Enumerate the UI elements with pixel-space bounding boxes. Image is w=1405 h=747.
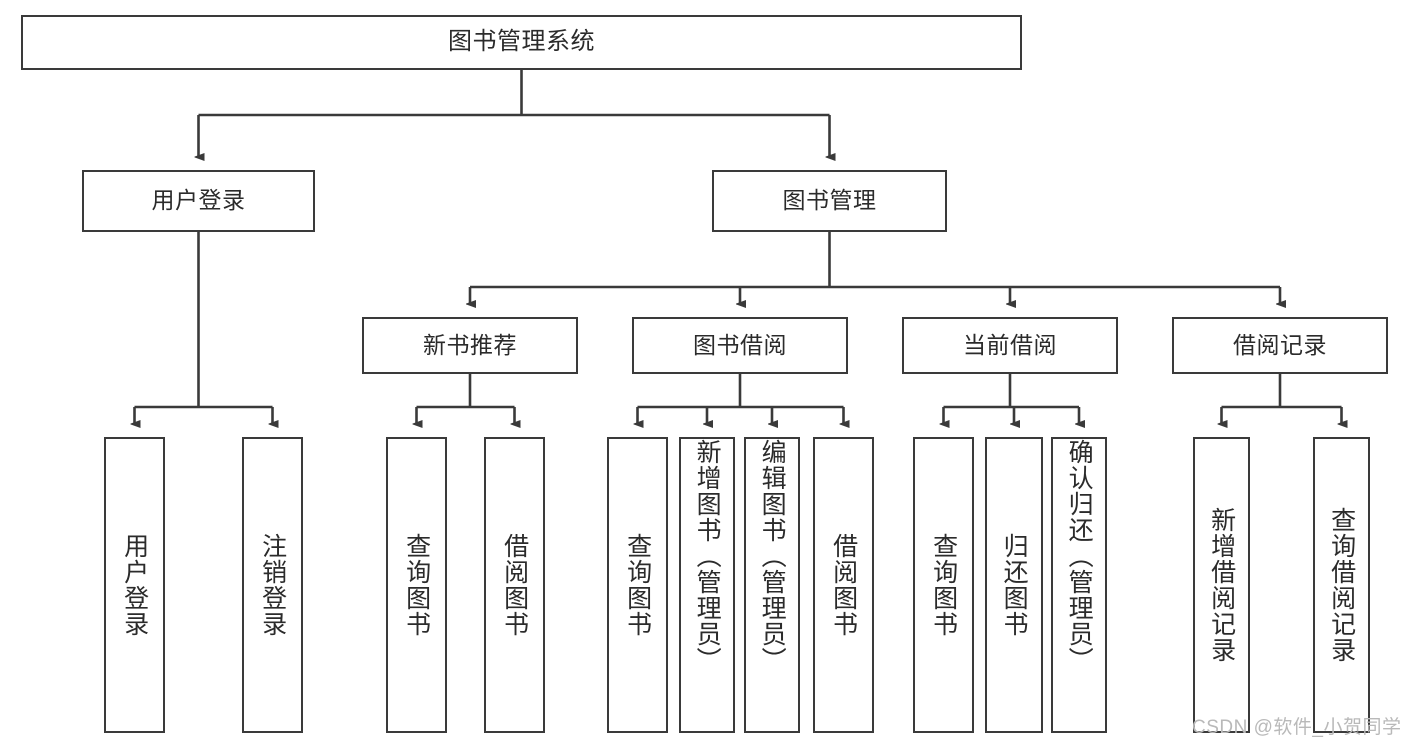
- node-leaf-user-login[interactable]: 用户登录: [104, 437, 165, 733]
- node-leaf-edit-book-admin[interactable]: 编辑图书（管理员）: [744, 437, 800, 733]
- csdn-watermark: CSDN @软件_小贺同学: [1192, 717, 1402, 738]
- node-leaf-add-book-admin[interactable]: 新增图书（管理员）: [679, 437, 735, 733]
- node-leaf-logout[interactable]: 注销登录: [242, 437, 303, 733]
- node-label: 图书管理系统: [448, 28, 595, 56]
- node-new-book-recommendation[interactable]: 新书推荐: [362, 317, 578, 374]
- node-leaf-confirm-return-admin[interactable]: 确认归还（管理员）: [1051, 437, 1107, 733]
- node-label: 归还图书: [1000, 533, 1029, 637]
- node-leaf-query-book-borrow[interactable]: 查询图书: [607, 437, 668, 733]
- node-label: 确认归还（管理员）: [1065, 439, 1094, 673]
- node-label: 用户登录: [151, 187, 246, 214]
- node-label: 新增图书（管理员）: [693, 439, 722, 673]
- node-label: 新增借阅记录: [1207, 507, 1236, 663]
- node-label: 当前借阅: [963, 331, 1057, 358]
- node-user-login[interactable]: 用户登录: [82, 170, 315, 232]
- node-leaf-borrow-book[interactable]: 借阅图书: [813, 437, 874, 733]
- node-leaf-query-book-current[interactable]: 查询图书: [913, 437, 974, 733]
- node-label: 借阅图书: [829, 533, 858, 637]
- node-leaf-return-book[interactable]: 归还图书: [985, 437, 1043, 733]
- node-borrow-record[interactable]: 借阅记录: [1172, 317, 1388, 374]
- node-label: 新书推荐: [423, 331, 517, 358]
- node-label: 图书管理: [782, 187, 877, 214]
- node-leaf-query-borrow-record[interactable]: 查询借阅记录: [1313, 437, 1370, 733]
- node-leaf-add-borrow-record[interactable]: 新增借阅记录: [1193, 437, 1250, 733]
- node-book-management[interactable]: 图书管理: [712, 170, 947, 232]
- node-leaf-borrow-book-recommend[interactable]: 借阅图书: [484, 437, 545, 733]
- node-label: 查询图书: [402, 533, 431, 637]
- node-label: 查询借阅记录: [1327, 507, 1356, 663]
- node-root-system[interactable]: 图书管理系统: [21, 15, 1022, 70]
- node-label: 借阅记录: [1233, 331, 1327, 358]
- node-book-borrow[interactable]: 图书借阅: [632, 317, 848, 374]
- node-current-borrow[interactable]: 当前借阅: [902, 317, 1118, 374]
- node-label: 查询图书: [623, 533, 652, 637]
- node-label: 图书借阅: [693, 331, 787, 358]
- node-label: 查询图书: [929, 533, 958, 637]
- node-leaf-query-book-recommend[interactable]: 查询图书: [386, 437, 447, 733]
- node-label: 编辑图书（管理员）: [758, 439, 787, 673]
- node-label: 用户登录: [120, 533, 149, 637]
- node-label: 注销登录: [258, 533, 287, 637]
- node-label: 借阅图书: [500, 533, 529, 637]
